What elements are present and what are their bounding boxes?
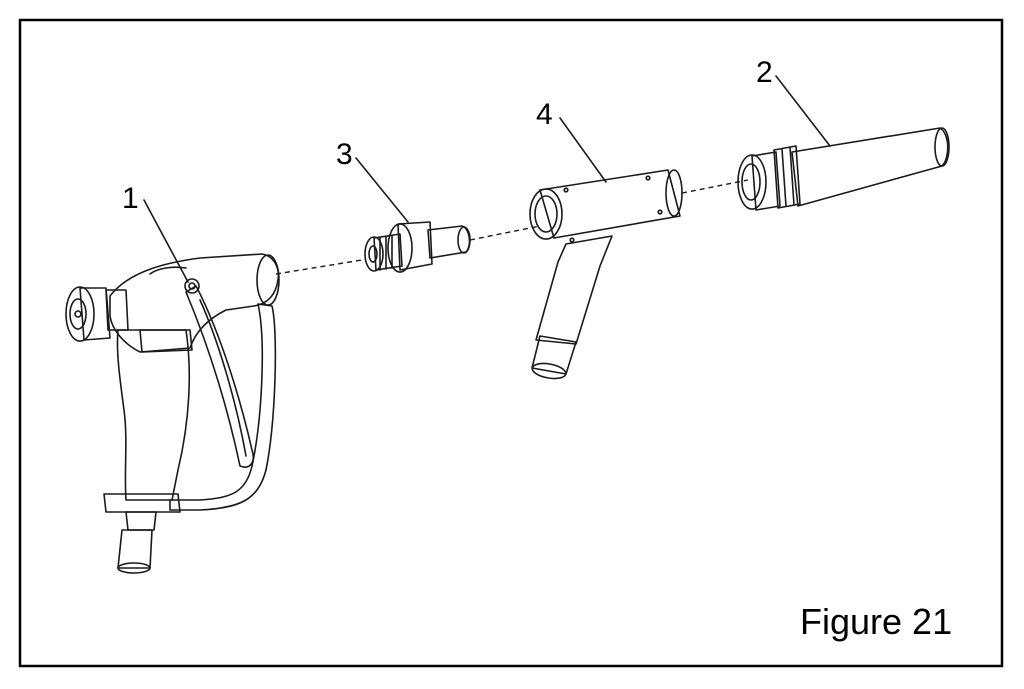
callout-label-1: 1 [122,182,139,215]
nozzle-cone-icon [737,127,950,211]
assembly-axis-line [469,225,541,241]
callout-label-2: 2 [756,56,773,89]
assembly-axis-line [681,179,749,194]
adapter-fitting-icon [364,221,471,273]
figure-caption: Figure 21 [800,601,952,642]
figure-frame [18,18,1004,668]
callout-label-4: 4 [536,98,553,131]
callout-1: 1 [122,182,189,283]
callout-label-3: 3 [336,138,353,171]
callout-2: 2 [756,56,831,147]
callout-4: 4 [536,98,607,183]
spray-gun-icon [65,253,280,574]
callout-3: 3 [336,138,409,223]
assembly-axis-line [275,259,363,275]
extension-tee-icon [529,169,683,380]
